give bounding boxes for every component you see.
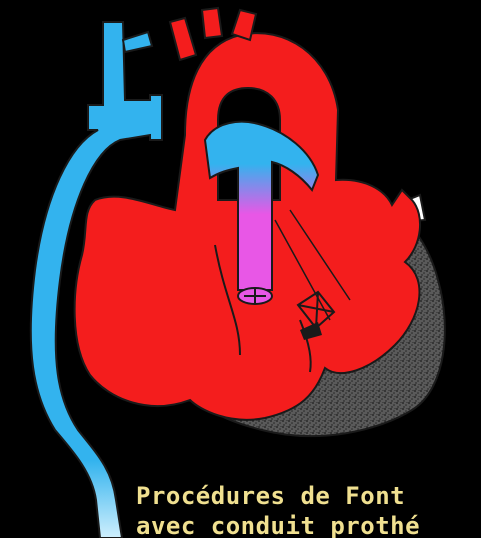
caption-line-1: Procédures de Font: [136, 482, 405, 510]
head-vessel-2: [202, 8, 222, 38]
head-vessel-1: [170, 18, 196, 60]
caption-line-2: avec conduit prothé: [136, 512, 420, 538]
svc-branch: [123, 32, 152, 52]
